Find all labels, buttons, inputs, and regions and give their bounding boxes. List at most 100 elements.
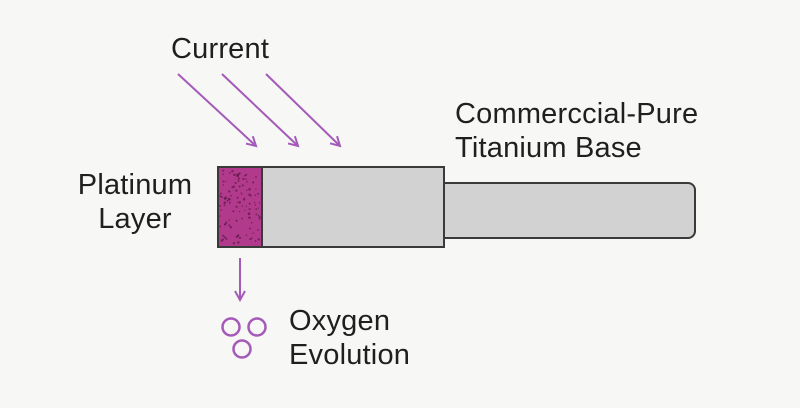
platinum-speck xyxy=(224,196,227,199)
titanium-rod xyxy=(419,182,696,239)
platinum-speck xyxy=(252,181,255,184)
platinum-speck xyxy=(243,197,246,199)
platinum-speck xyxy=(237,241,240,244)
platinum-speck xyxy=(249,238,252,241)
platinum-speck xyxy=(236,173,239,176)
platinum-speck xyxy=(238,173,241,175)
platinum-speck xyxy=(238,185,241,188)
platinum-speck xyxy=(246,189,248,192)
platinum-speck xyxy=(242,198,246,201)
platinum-speck xyxy=(244,174,246,177)
platinum-speck xyxy=(245,234,248,236)
current-arrow-2 xyxy=(221,73,298,146)
platinum-speck xyxy=(225,221,228,224)
platinum-speck xyxy=(235,236,238,238)
platinum-speck xyxy=(219,195,222,198)
current-arrow-1 xyxy=(177,73,256,146)
current-arrow-3 xyxy=(265,73,340,146)
platinum-speck xyxy=(254,240,257,242)
platinum-speck xyxy=(233,173,236,177)
platinum-speck xyxy=(219,215,221,217)
platinum-speck xyxy=(249,227,251,230)
platinum-speck xyxy=(219,205,221,207)
platinum-speck xyxy=(241,217,244,220)
platinum-speck xyxy=(228,219,231,221)
platinum-speck xyxy=(240,192,242,194)
platinum-layer-label-line1: Platinum xyxy=(77,169,193,201)
titanium-base-label-line1: Commerccial-Pure xyxy=(455,98,699,130)
platinum-speck xyxy=(224,180,227,183)
titanium-base-label: Commerccial-Pure Titanium Base xyxy=(455,97,698,165)
platinum-speck xyxy=(257,238,260,241)
platinum-speck xyxy=(255,213,258,216)
platinum-speck xyxy=(228,197,230,200)
platinum-speck xyxy=(221,196,224,198)
platinum-speck xyxy=(222,234,225,237)
platinum-layer xyxy=(217,166,263,248)
platinum-speck xyxy=(234,181,237,185)
platinum-speck xyxy=(235,219,238,222)
platinum-speck xyxy=(232,242,236,245)
platinum-speck xyxy=(235,189,238,192)
titanium-base-label-line2: Titanium Base xyxy=(455,132,642,164)
titanium-body xyxy=(261,166,445,248)
platinum-speck xyxy=(256,229,259,231)
platinum-speck xyxy=(223,204,226,207)
platinum-speck xyxy=(248,202,251,205)
platinum-speck xyxy=(245,173,248,176)
platinum-speck xyxy=(252,232,254,234)
oxygen-evolution-label-line2: Evolution xyxy=(289,339,411,371)
platinum-speck xyxy=(255,208,258,211)
platinum-layer-label: Platinum Layer xyxy=(68,168,202,236)
platinum-layer-label-line2: Layer xyxy=(98,203,172,235)
platinum-speck xyxy=(231,186,234,189)
platinum-speck xyxy=(219,225,222,228)
platinum-speck xyxy=(247,216,250,219)
platinum-speck xyxy=(228,224,231,227)
platinum-speck xyxy=(238,236,242,239)
platinum-speck xyxy=(241,193,243,195)
platinum-speck xyxy=(222,184,225,186)
platinum-speck xyxy=(220,192,222,195)
platinum-speck xyxy=(242,177,245,181)
platinum-speck xyxy=(258,218,261,220)
platinum-speck xyxy=(222,169,225,172)
platinum-speck xyxy=(245,205,248,207)
platinum-speck xyxy=(254,194,257,196)
platinum-speck xyxy=(220,209,222,211)
platinum-speck xyxy=(248,193,251,196)
platinum-speck xyxy=(229,226,232,229)
platinum-speck xyxy=(229,198,231,201)
current-label-text: Current xyxy=(171,33,270,65)
platinum-speck xyxy=(222,238,224,241)
oxygen-bubble-3 xyxy=(232,339,252,359)
platinum-speck xyxy=(223,236,226,239)
platinum-speck xyxy=(237,177,240,180)
platinum-speck xyxy=(235,205,238,208)
oxygen-evolution-label: Oxygen Evolution xyxy=(289,304,410,372)
platinum-speck xyxy=(228,172,231,174)
platinum-speck xyxy=(237,179,240,182)
platinum-speck xyxy=(255,188,257,190)
platinum-speck xyxy=(236,196,239,199)
platinum-speck xyxy=(258,202,261,204)
platinum-speck xyxy=(228,201,231,204)
platinum-speck xyxy=(238,201,241,204)
platinum-speck xyxy=(257,207,260,209)
platinum-speck xyxy=(228,190,231,193)
platinum-speck xyxy=(246,181,248,183)
platinum-speck xyxy=(248,208,251,211)
platinum-speck xyxy=(241,205,244,207)
oxygen-bubble-2 xyxy=(247,317,267,337)
platinum-speck xyxy=(258,216,261,219)
current-label: Current xyxy=(171,32,269,66)
platinum-speck xyxy=(230,194,232,197)
platinum-texture xyxy=(219,169,261,245)
platinum-speck xyxy=(238,210,241,213)
platinum-speck xyxy=(232,170,234,172)
platinum-speck xyxy=(255,176,257,178)
platinum-speck xyxy=(225,237,228,240)
platinum-speck xyxy=(248,188,251,191)
